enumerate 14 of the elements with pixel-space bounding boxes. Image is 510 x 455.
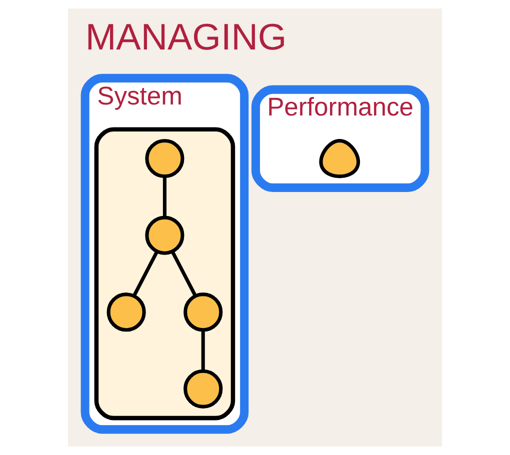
node-circle [145, 216, 184, 255]
cluster: System [80, 74, 249, 434]
connector [162, 176, 166, 218]
connector [170, 250, 197, 297]
cluster [94, 127, 236, 420]
node-circle [145, 138, 184, 178]
node-circle [106, 292, 146, 332]
connector [201, 330, 205, 372]
connector [132, 250, 159, 297]
node-circle [184, 369, 223, 408]
diagram-title: MANAGING [85, 16, 287, 58]
node-circle [184, 292, 223, 332]
node-person [319, 138, 360, 178]
cluster: Performance [251, 85, 430, 192]
